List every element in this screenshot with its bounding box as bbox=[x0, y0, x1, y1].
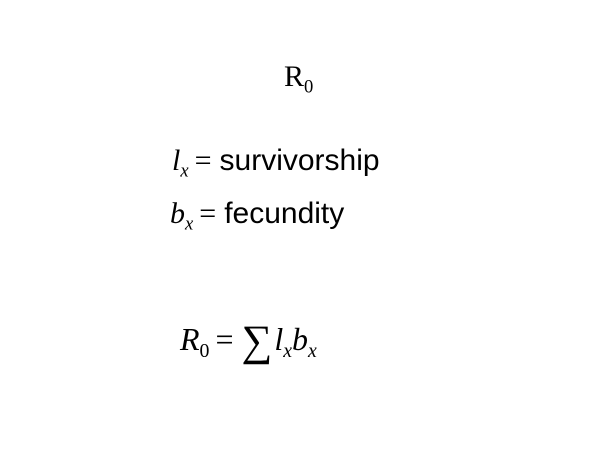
formula-lhs: R bbox=[180, 320, 200, 357]
def-meaning: survivorship bbox=[219, 144, 380, 177]
summation-symbol: ∑ bbox=[241, 318, 273, 365]
definition-fecundity: bx=fecundity bbox=[170, 197, 345, 234]
def-symbol: b bbox=[170, 197, 185, 230]
formula-term-b-subscript: x bbox=[308, 339, 317, 362]
equals-sign: = bbox=[215, 320, 234, 357]
def-subscript: x bbox=[180, 160, 189, 182]
formula-term-l-subscript: x bbox=[283, 339, 293, 362]
equals-sign: = bbox=[194, 144, 212, 177]
equals-sign: = bbox=[199, 197, 217, 230]
r0-formula: R0=∑lxbx bbox=[180, 320, 317, 363]
title-subscript: 0 bbox=[304, 76, 314, 98]
slide-title: R0 bbox=[284, 60, 313, 97]
def-subscript: x bbox=[185, 213, 194, 235]
def-symbol: l bbox=[172, 144, 181, 177]
formula-term-l: l bbox=[274, 320, 284, 357]
title-symbol: R bbox=[284, 60, 305, 93]
formula-term-b: b bbox=[292, 320, 309, 357]
definition-survivorship: lx=survivorship bbox=[172, 144, 380, 181]
formula-lhs-subscript: 0 bbox=[199, 339, 210, 362]
def-meaning: fecundity bbox=[224, 197, 345, 230]
